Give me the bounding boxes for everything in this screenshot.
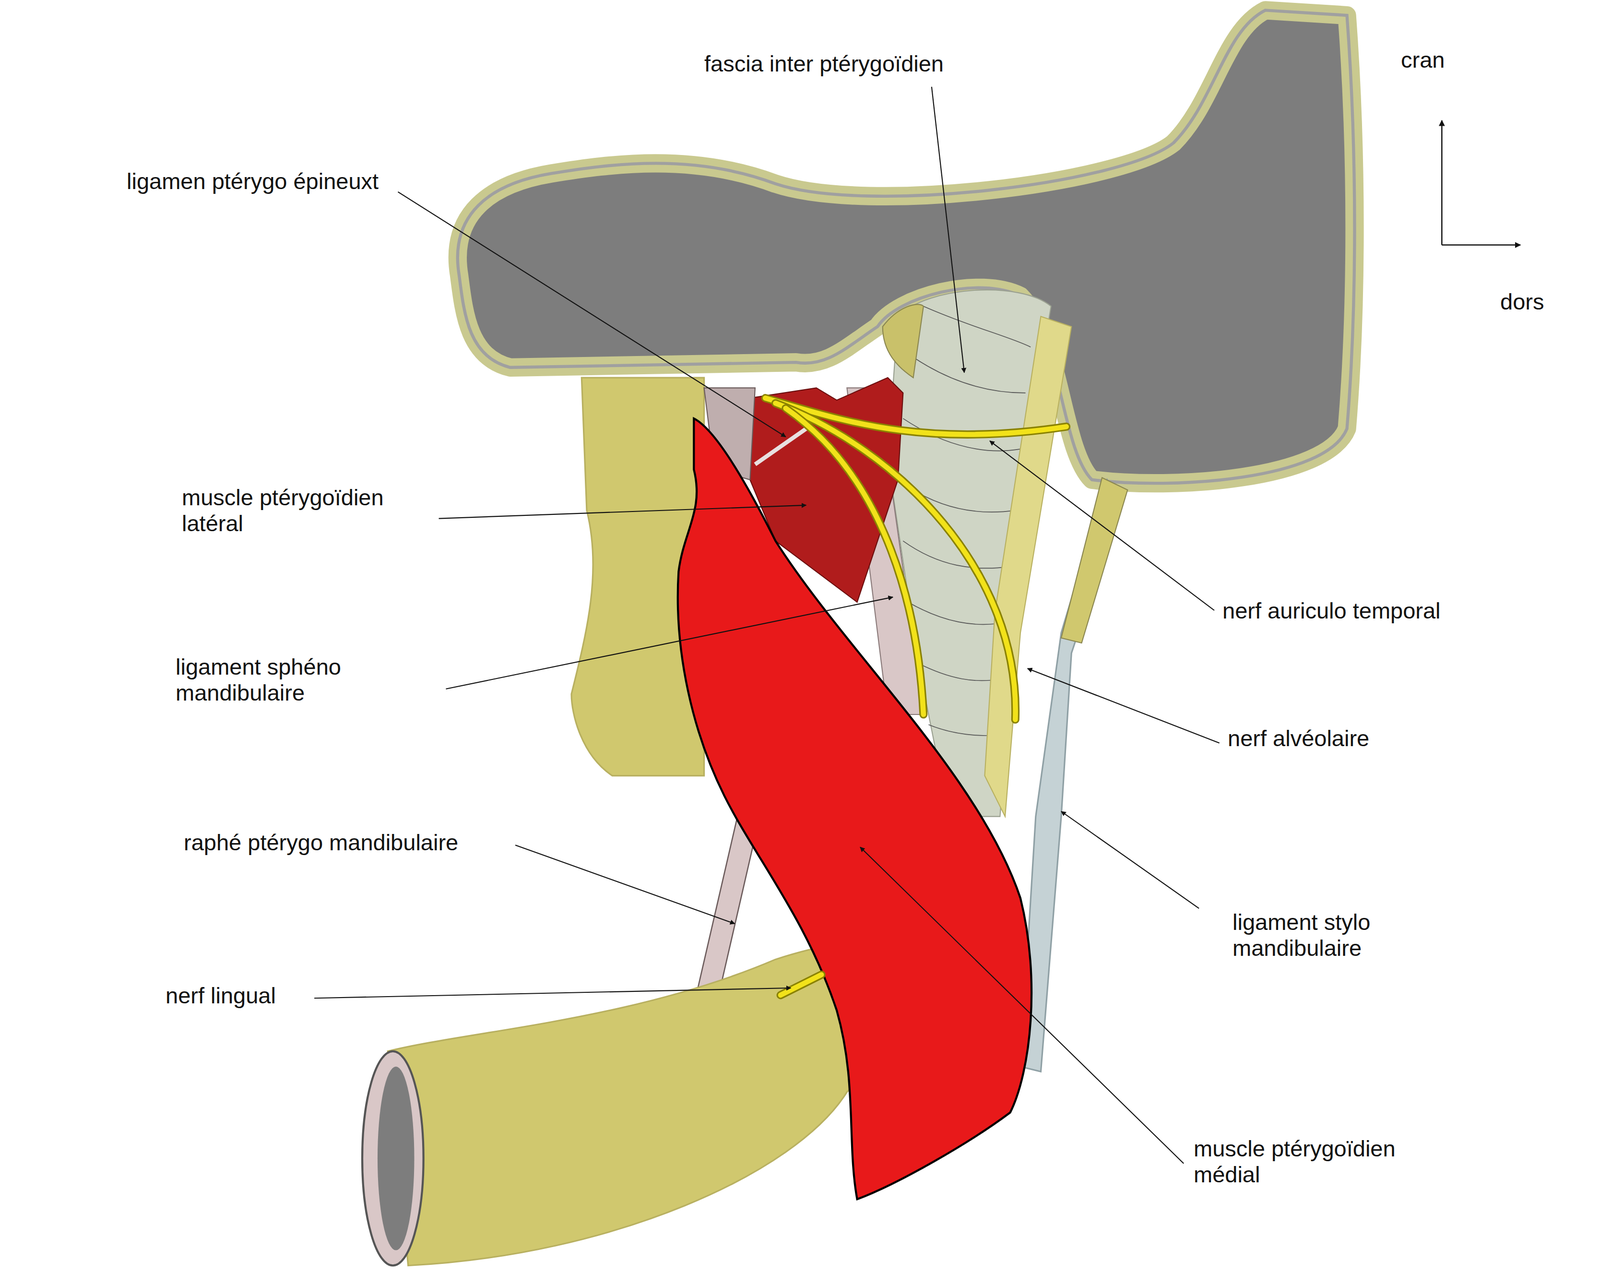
nerves: [765, 398, 1067, 996]
part-label: muscle ptérygoïdien médial: [1193, 1135, 1431, 1188]
part-label: muscle ptérygoïdien latéral: [181, 484, 419, 537]
medial-pterygoid-muscle: [677, 418, 1032, 1199]
leader-lines: [314, 86, 1220, 1164]
orientation-axes: [1441, 120, 1521, 245]
part-label: raphé ptérygo mandibulaire: [183, 829, 459, 856]
stylomandibular-ligament: [1020, 479, 1123, 1072]
part-label: ligamen ptérygo épineuxt: [126, 168, 379, 195]
part-label: ligament sphéno mandibulaire: [175, 653, 413, 706]
part-label: cran: [1400, 47, 1445, 73]
part-label: nerf alvéolaire: [1227, 725, 1370, 752]
part-label: fascia inter ptérygoïdien: [704, 50, 944, 77]
mandible-section-inner: [377, 1066, 415, 1251]
part-label: ligament stylo mandibulaire: [1232, 909, 1442, 961]
part-label: nerf auriculo temporal: [1222, 597, 1441, 624]
mandible-section: [362, 1051, 424, 1266]
part-label: dors: [1500, 288, 1544, 315]
skull-process: [882, 304, 924, 378]
part-label: nerf lingual: [165, 982, 276, 1009]
